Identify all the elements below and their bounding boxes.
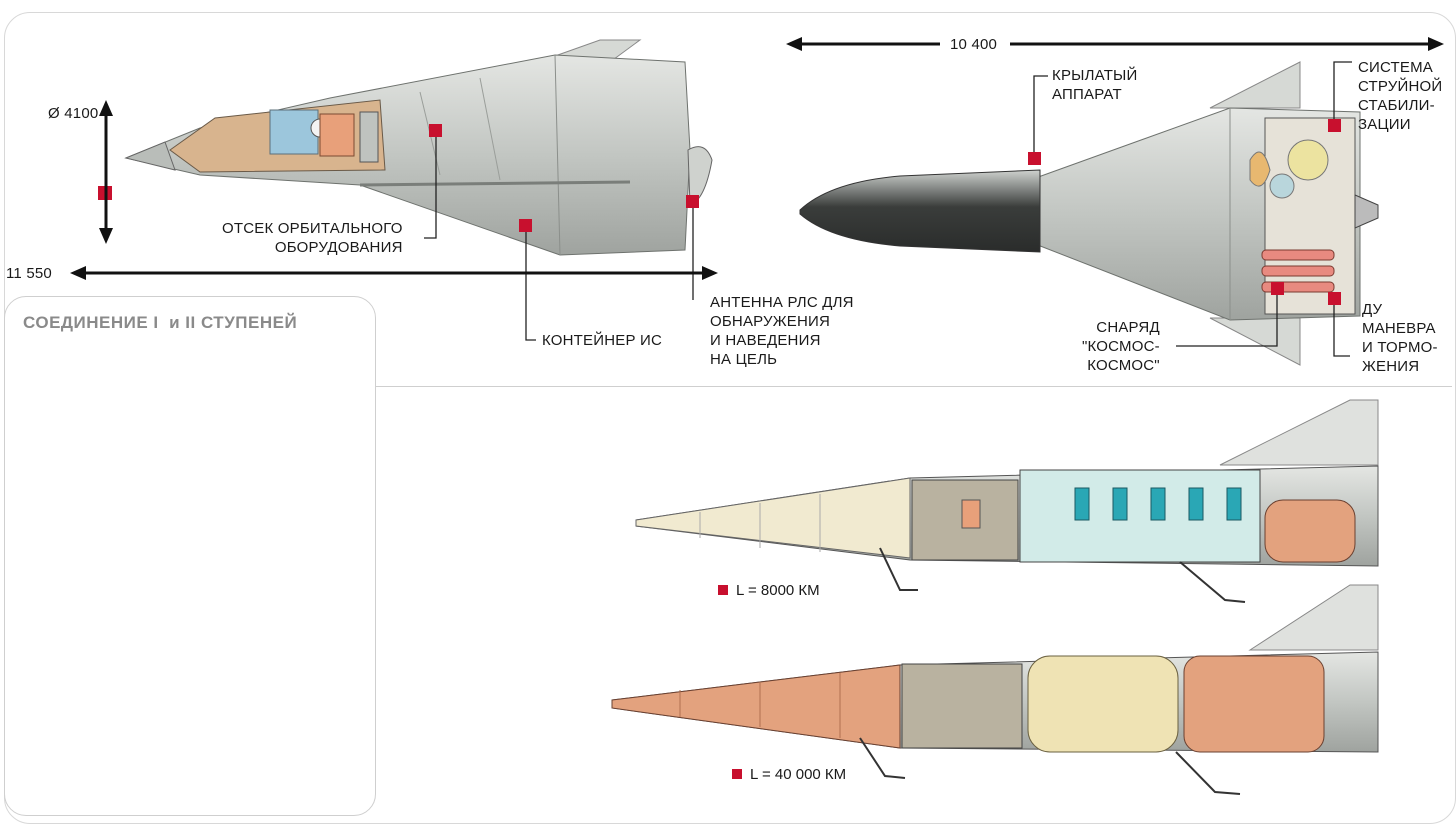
- container-label: КОНТЕЙНЕР ИС: [542, 332, 663, 349]
- marker-projectile: [1271, 282, 1284, 295]
- stage-connection-inset: СОЕДИНЕНИЕ I и II СТУПЕНЕЙ: [4, 296, 376, 816]
- marker-jet-stabilization: [1328, 119, 1341, 132]
- cutaway-cargo-vehicle: [611, 584, 1379, 795]
- marker-maneuver-engine: [1328, 292, 1341, 305]
- jet-stabilization-label: СИСТЕМА СТРУЙНОЙ СТАБИЛИ- ЗАЦИИ: [1358, 59, 1443, 133]
- stage1-side-view: [70, 39, 718, 341]
- marker-container: [519, 219, 532, 232]
- marker-winged-vehicle: [1028, 152, 1041, 165]
- stage1-length-label: 11 550: [6, 265, 52, 282]
- marker-radar: [686, 195, 699, 208]
- legend-marker: [732, 769, 742, 779]
- orbital-equipment-label: ОТСЕК ОРБИТАЛЬНОГО ОБОРУДОВАНИЯ: [222, 220, 403, 256]
- panel-divider: [376, 386, 1452, 387]
- legend-marker: [718, 585, 728, 595]
- diameter-label: Ø 4100: [48, 105, 99, 122]
- range-legend-40000: L = 40 000 КМ: [732, 766, 846, 783]
- cutaway-passenger-vehicle: [635, 399, 1379, 603]
- stage2-top-view: [786, 37, 1444, 366]
- projectile-label: СНАРЯД "КОСМОС- КОСМОС": [1082, 319, 1160, 374]
- winged-vehicle-label: КРЫЛАТЫЙ АППАРАТ: [1052, 67, 1138, 103]
- marker-orbital-equipment: [429, 124, 442, 137]
- range-legend-8000: L = 8000 КМ: [718, 582, 820, 599]
- radar-antenna-label: АНТЕННА РЛС ДЛЯ ОБНАРУЖЕНИЯ И НАВЕДЕНИЯ …: [710, 294, 854, 368]
- inset-title: СОЕДИНЕНИЕ I и II СТУПЕНЕЙ: [23, 313, 298, 332]
- maneuver-engine-label: ДУ МАНЕВРА И ТОРМО- ЖЕНИЯ: [1362, 301, 1438, 375]
- stage2-length-label: 10 400: [946, 35, 1002, 54]
